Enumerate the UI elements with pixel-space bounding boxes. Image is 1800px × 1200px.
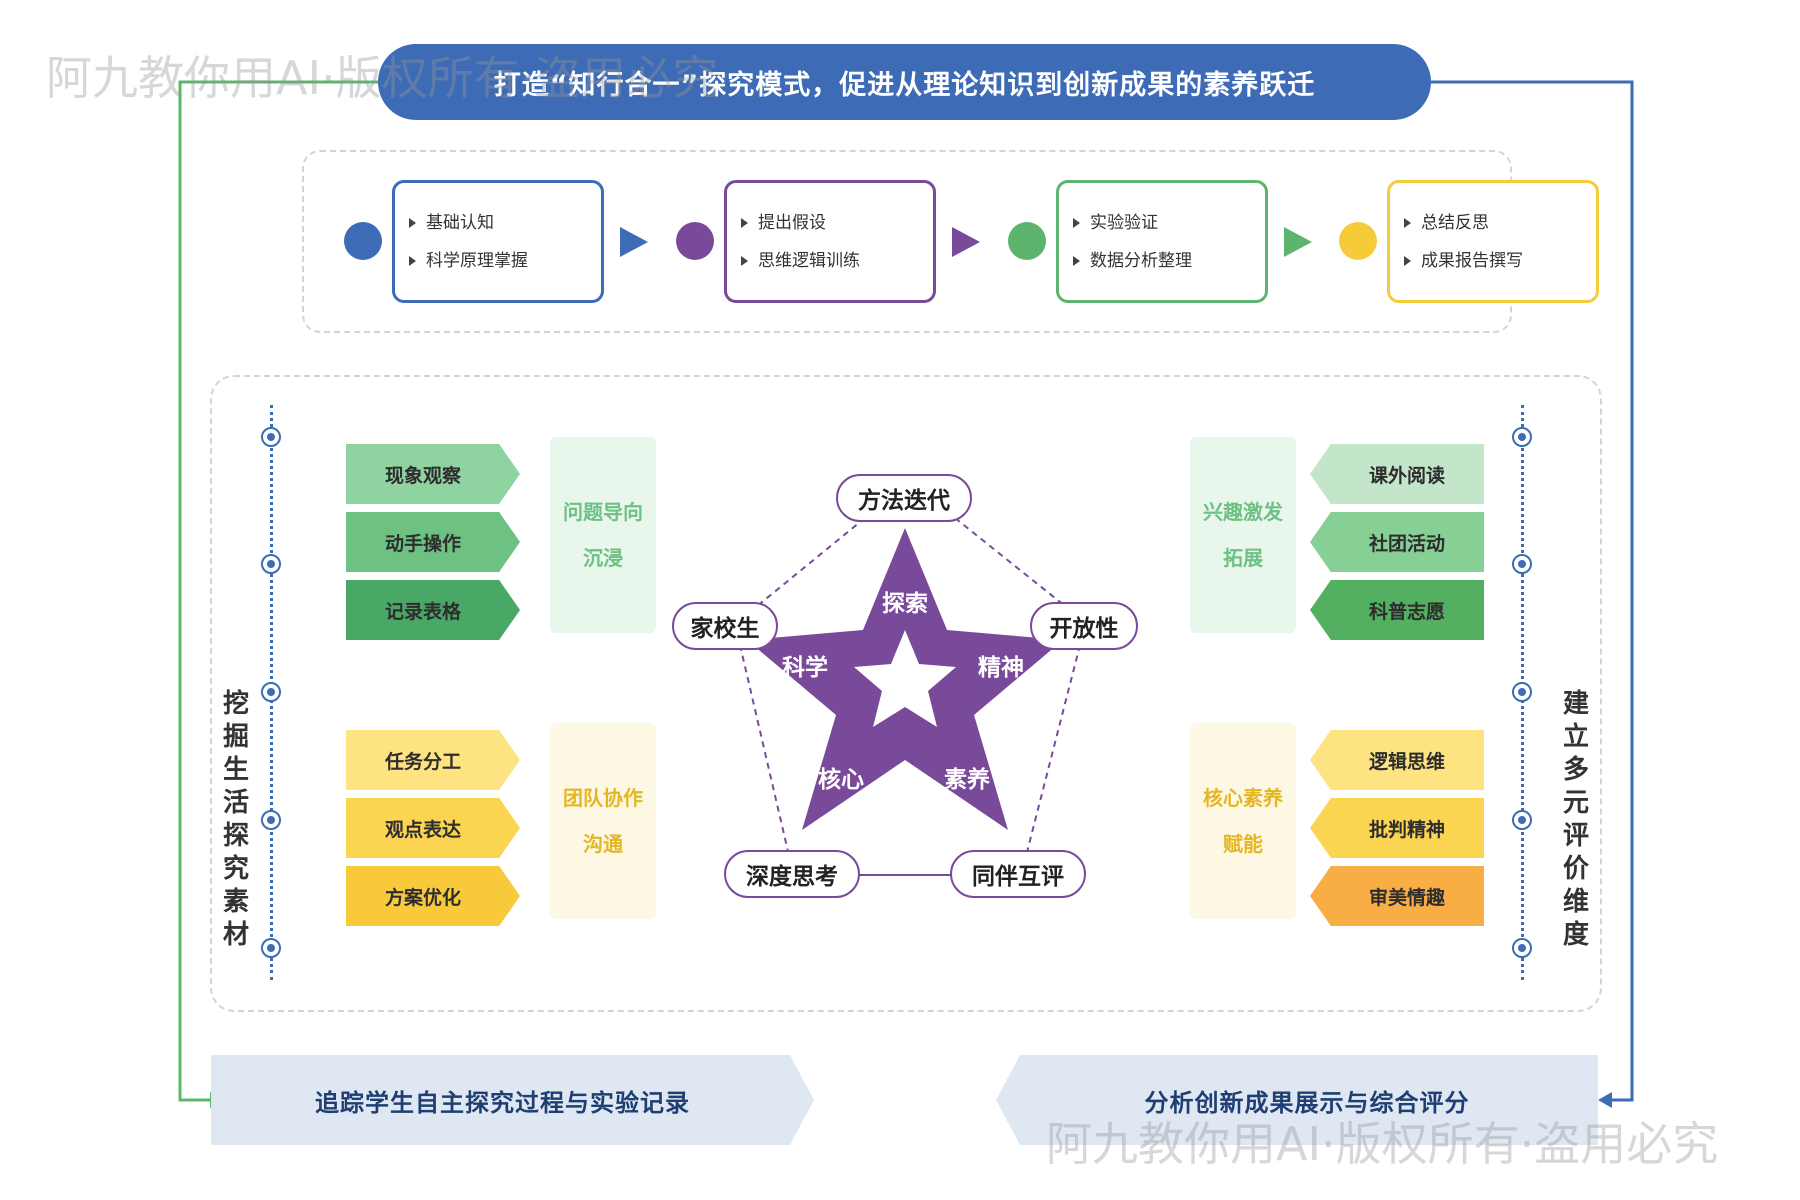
left-panel-team: 团队协作 沟通	[550, 723, 656, 919]
bottom-right-banner: 分析创新成果展示与综合评分	[996, 1055, 1598, 1145]
panel-line: 团队协作	[563, 786, 643, 810]
pentagon-edge	[739, 644, 791, 861]
left-node	[261, 682, 281, 702]
left-tag-observe: 现象观察	[346, 444, 520, 504]
step3-box: 实验验证 数据分析整理	[1056, 180, 1268, 303]
white-inner-star	[854, 630, 956, 727]
pentagon-node-method: 方法迭代	[836, 474, 972, 522]
right-tag-volunteer: 科普志愿	[1310, 580, 1484, 640]
pentagon-node-home-school: 家校生	[672, 602, 778, 650]
step1-item1: 基础认知	[409, 204, 601, 242]
right-tag-critical: 批判精神	[1310, 798, 1484, 858]
star-diagram	[739, 517, 1081, 876]
panel-line: 沟通	[583, 832, 623, 856]
left-panel-problem: 问题导向 沉浸	[550, 437, 656, 633]
left-node	[261, 554, 281, 574]
left-node	[261, 427, 281, 447]
step1-dot	[344, 222, 382, 260]
right-tag-aesthetic: 审美情趣	[1310, 866, 1484, 926]
step3-item2: 数据分析整理	[1073, 242, 1265, 280]
pentagon-node-openness: 开放性	[1030, 602, 1138, 650]
title-banner: 打造“知行合一”探究模式，促进从理论知识到创新成果的素养跃迁	[378, 44, 1431, 120]
right-node	[1512, 427, 1532, 447]
left-vertical-label: 挖掘生活探究素材	[222, 689, 249, 950]
pentagon-node-peer-review: 同伴互评	[950, 850, 1086, 898]
right-node	[1512, 810, 1532, 830]
right-vertical-label: 建立多元评价维度	[1562, 689, 1589, 950]
right-tag-reading: 课外阅读	[1310, 444, 1484, 504]
step2-box: 提出假设 思维逻辑训练	[724, 180, 936, 303]
step4-dot	[1339, 222, 1377, 260]
panel-line: 沉浸	[583, 546, 623, 570]
right-panel-interest: 兴趣激发 拓展	[1190, 437, 1296, 633]
left-tag-optimize: 方案优化	[346, 866, 520, 926]
step1-arrow-icon	[620, 227, 648, 257]
right-loop-arrowhead	[1598, 1092, 1612, 1108]
left-tag-record: 记录表格	[346, 580, 520, 640]
left-tag-expression: 观点表达	[346, 798, 520, 858]
title-text: 打造“知行合一”探究模式，促进从理论知识到创新成果的素养跃迁	[493, 69, 1316, 101]
left-node	[261, 810, 281, 830]
step2-dot	[676, 222, 714, 260]
right-loop-line	[1431, 80, 1634, 1102]
pentagon-node-deep-thinking: 深度思考	[724, 850, 860, 898]
right-tag-logic: 逻辑思维	[1310, 730, 1484, 790]
bottom-right-text: 分析创新成果展示与综合评分	[1144, 1088, 1470, 1117]
step3-arrow-icon	[1284, 227, 1312, 257]
star-word-spirit: 精神	[978, 655, 1024, 681]
left-node	[261, 938, 281, 958]
right-node	[1512, 938, 1532, 958]
left-tag-division: 任务分工	[346, 730, 520, 790]
step4-box: 总结反思 成果报告撰写	[1387, 180, 1599, 303]
panel-line: 兴趣激发	[1203, 500, 1283, 524]
panel-line: 问题导向	[563, 500, 643, 524]
step1-box: 基础认知 科学原理掌握	[392, 180, 604, 303]
step3-dot	[1008, 222, 1046, 260]
panel-line: 赋能	[1223, 832, 1263, 856]
right-node	[1512, 682, 1532, 702]
right-node	[1512, 554, 1532, 574]
star-word-science: 科学	[782, 655, 828, 681]
bottom-left-banner: 追踪学生自主探究过程与实验记录	[211, 1055, 814, 1145]
left-tag-hands-on: 动手操作	[346, 512, 520, 572]
watermark-bottom: 阿九教你用AI·版权所有·盗用必究	[1046, 1117, 1719, 1171]
pentagon-edge	[954, 517, 1071, 611]
step1-item2: 科学原理掌握	[409, 242, 601, 280]
step2-item2: 思维逻辑训练	[741, 242, 933, 280]
star-word-explore: 探索	[882, 591, 928, 617]
step4-item2: 成果报告撰写	[1404, 242, 1596, 280]
pentagon-edge	[1024, 644, 1081, 861]
left-loop-line	[178, 80, 378, 1102]
star-word-core: 核心	[818, 767, 864, 793]
step4-item1: 总结反思	[1404, 204, 1596, 242]
main-frame	[210, 375, 1602, 1012]
watermark-top: 阿九教你用AI·版权所有·盗用必究	[46, 51, 719, 105]
right-panel-core: 核心素养 赋能	[1190, 723, 1296, 919]
step3-item1: 实验验证	[1073, 204, 1265, 242]
step2-arrow-icon	[952, 227, 980, 257]
star-word-literacy: 素养	[944, 767, 990, 793]
panel-line: 拓展	[1223, 546, 1263, 570]
bottom-left-text: 追踪学生自主探究过程与实验记录	[315, 1088, 690, 1117]
step2-item1: 提出假设	[741, 204, 933, 242]
panel-line: 核心素养	[1203, 786, 1283, 810]
right-tag-club: 社团活动	[1310, 512, 1484, 572]
